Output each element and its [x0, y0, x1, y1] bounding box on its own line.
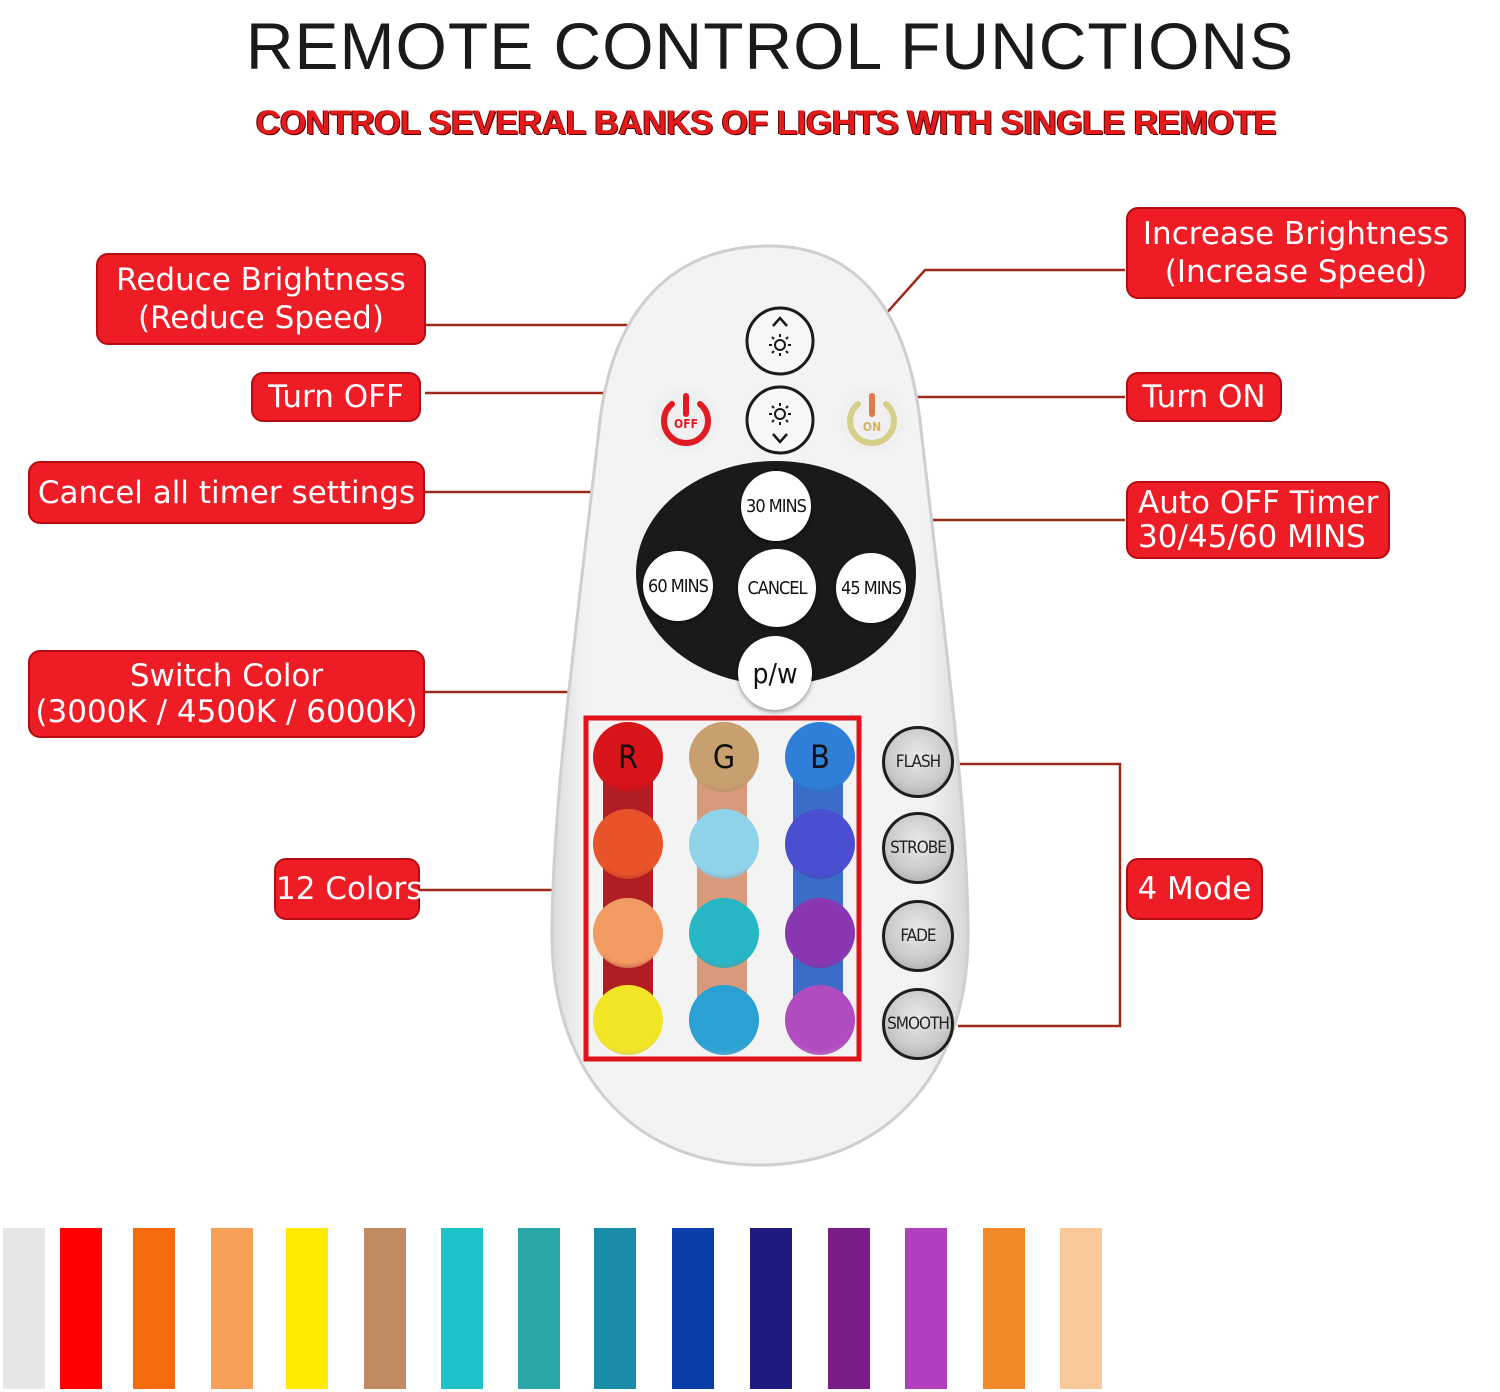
callout-cancel-timers: Cancel all timer settings — [28, 461, 425, 524]
color-button-r1-c3[interactable]: B — [785, 722, 855, 792]
callout-4-mode: 4 Mode — [1126, 858, 1263, 920]
callout-turn-off: Turn OFF — [251, 372, 421, 422]
fade-mode-button[interactable]: FADE — [882, 900, 954, 972]
swatch-9 — [594, 1228, 636, 1389]
swatch-2 — [60, 1228, 102, 1389]
color-button-r2-c2[interactable] — [689, 809, 759, 879]
swatch-3 — [133, 1228, 175, 1389]
callout-auto-off-line2: 30/45/60 MINS — [1138, 519, 1366, 555]
color-button-r1-c2[interactable]: G — [689, 722, 759, 792]
swatch-13 — [905, 1228, 947, 1389]
brightness-down-icon — [745, 385, 815, 455]
color-button-r4-c2[interactable] — [689, 985, 759, 1055]
leader-4-mode — [958, 762, 1122, 1028]
swatch-11 — [750, 1228, 792, 1389]
swatch-8 — [518, 1228, 560, 1389]
swatch-1 — [3, 1228, 45, 1389]
smooth-mode-button[interactable]: SMOOTH — [882, 988, 954, 1060]
swatch-7 — [441, 1228, 483, 1389]
callout-increase-brightness-line2: (Increase Speed) — [1164, 254, 1428, 290]
callout-switch-color-line2: (3000K / 4500K / 6000K) — [35, 694, 418, 730]
color-button-r3-c1[interactable] — [593, 898, 663, 968]
power-off-icon — [653, 387, 719, 453]
color-button-r3-c2[interactable] — [689, 898, 759, 968]
strobe-mode-button[interactable]: STROBE — [882, 812, 954, 884]
callout-turn-on: Turn ON — [1126, 372, 1282, 422]
cancel-timer-button[interactable]: CANCEL — [738, 549, 816, 627]
pw-switch-color-button[interactable]: p/w — [738, 636, 812, 710]
power-off-button[interactable]: OFF — [674, 417, 698, 431]
callout-reduce-brightness-line2: (Reduce Speed) — [138, 300, 384, 336]
callout-increase-brightness-line1: Increase Brightness — [1142, 216, 1450, 252]
color-button-r4-c1[interactable] — [593, 985, 663, 1055]
color-button-r2-c3[interactable] — [785, 809, 855, 879]
color-grid-frame — [583, 715, 862, 1062]
color-button-r3-c3[interactable] — [785, 898, 855, 968]
callout-switch-color: Switch Color (3000K / 4500K / 6000K) — [28, 650, 425, 738]
page-subtitle: CONTROL SEVERAL BANKS OF LIGHTS WITH SIN… — [255, 104, 1277, 142]
callout-auto-off-timer: Auto OFF Timer 30/45/60 MINS — [1126, 481, 1390, 559]
power-on-button[interactable]: ON — [862, 420, 882, 434]
page-title: REMOTE CONTROL FUNCTIONS — [245, 9, 1295, 83]
callout-12-colors: 12 Colors — [274, 858, 422, 920]
swatch-4 — [211, 1228, 253, 1389]
brightness-up-icon — [745, 306, 815, 376]
swatch-5 — [286, 1228, 328, 1389]
timer-30-button[interactable]: 30 MINS — [741, 471, 811, 541]
color-button-r4-c3[interactable] — [785, 985, 855, 1055]
callout-reduce-brightness-line1: Reduce Brightness — [116, 262, 406, 298]
callout-switch-color-line1: Switch Color — [129, 658, 324, 694]
timer-45-button[interactable]: 45 MINS — [836, 553, 906, 623]
color-button-r1-c1[interactable]: R — [593, 722, 663, 792]
swatch-12 — [828, 1228, 870, 1389]
power-on-icon — [839, 387, 905, 453]
color-button-r2-c1[interactable] — [593, 809, 663, 879]
swatch-14 — [983, 1228, 1025, 1389]
color-connectors — [603, 760, 843, 1028]
swatch-15 — [1060, 1228, 1102, 1389]
flash-mode-button[interactable]: FLASH — [882, 726, 954, 798]
callout-increase-brightness: Increase Brightness (Increase Speed) — [1126, 207, 1466, 299]
callout-auto-off-line1: Auto OFF Timer — [1138, 485, 1379, 521]
callout-reduce-brightness: Reduce Brightness (Reduce Speed) — [96, 253, 426, 345]
swatch-6 — [364, 1228, 406, 1389]
swatch-10 — [672, 1228, 714, 1389]
timer-60-button[interactable]: 60 MINS — [643, 551, 713, 621]
